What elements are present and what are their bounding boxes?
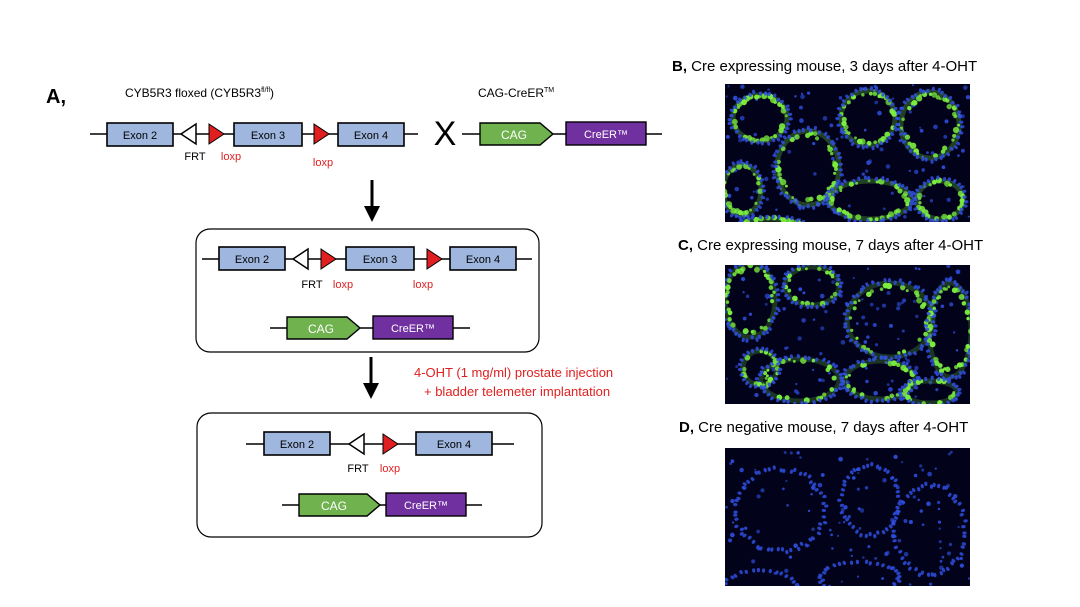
floxed-title-close: )	[270, 86, 274, 100]
exon2-box	[263, 431, 331, 456]
creer-box	[372, 315, 454, 340]
cre-transgene-recombined: CAG CreER™	[282, 492, 482, 517]
frt-label: FRT	[184, 151, 205, 163]
exon2-box	[106, 122, 174, 147]
loxp-label: loxp	[380, 463, 400, 475]
loxp-label: loxp	[313, 157, 333, 169]
injection-text-line2: + bladder telemeter implantation	[424, 384, 610, 399]
loxp-site	[426, 248, 443, 270]
panel-d-letter: D,	[679, 419, 694, 436]
loxp-site	[208, 123, 225, 145]
exon3-box	[233, 122, 303, 147]
micrograph-d	[725, 448, 970, 586]
panel-d-caption: D, Cre negative mouse, 7 days after 4-OH…	[679, 419, 968, 436]
exon4-label: Exon 4	[437, 439, 471, 451]
loxp-label: loxp	[333, 279, 353, 291]
loxp-site	[382, 433, 399, 455]
frt-site	[179, 122, 197, 146]
frt-label: FRT	[347, 463, 368, 475]
loxp-label: loxp	[413, 279, 433, 291]
creer-label: CreER™	[584, 129, 628, 141]
cre-transgene: CAG CreER™	[462, 121, 662, 146]
injection-text-line1: 4-OHT (1 mg/ml) prostate injection	[414, 365, 613, 380]
panel-b-caption-text: Cre expressing mouse, 3 days after 4-OHT	[687, 58, 977, 75]
panel-d-caption-text: Cre negative mouse, 7 days after 4-OHT	[694, 419, 968, 436]
panel-c-letter: C,	[678, 237, 693, 254]
micrograph-c	[725, 265, 970, 404]
exon2-label: Exon 2	[235, 254, 269, 266]
panel-c-caption-text: Cre expressing mouse, 7 days after 4-OHT	[693, 237, 983, 254]
frt-site	[291, 247, 309, 271]
floxed-title-sup: fl/fl	[261, 87, 270, 94]
floxed-title: CYB5R3 floxed (CYB5R3fl/fl)	[125, 86, 274, 100]
exon2-label: Exon 2	[280, 439, 314, 451]
exon4-box	[449, 246, 517, 271]
panel-b-letter: B,	[672, 58, 687, 75]
loxp-site	[320, 248, 337, 270]
loxp-label: loxp	[221, 151, 241, 163]
exon4-box	[337, 122, 405, 147]
micrograph-b	[725, 84, 970, 222]
down-arrow	[363, 357, 379, 399]
floxed-title-main: CYB5R3 floxed (CYB5R3	[125, 86, 261, 100]
cross-symbol: X	[434, 115, 457, 153]
panel-c-caption: C, Cre expressing mouse, 7 days after 4-…	[678, 237, 983, 254]
cag-promoter	[479, 122, 555, 146]
frt-site	[347, 432, 365, 456]
cre-title-main: CAG-CreER	[478, 86, 544, 100]
floxed-allele-f1: Exon 2 FRT loxp Exon 3 loxp Exon 4	[202, 246, 532, 291]
cag-label: CAG	[308, 322, 334, 336]
floxed-allele: Exon 2 FRT loxp Exon 3 loxp Exon 4	[90, 122, 418, 169]
exon3-label: Exon 3	[363, 254, 397, 266]
exon4-label: Exon 4	[466, 254, 500, 266]
exon3-box	[345, 246, 415, 271]
cag-label: CAG	[501, 128, 527, 142]
exon2-box	[218, 246, 286, 271]
frt-label: FRT	[301, 279, 322, 291]
creer-box	[565, 121, 647, 146]
creer-box	[385, 492, 467, 517]
cre-title: CAG-CreERTM	[478, 86, 554, 100]
cre-transgene-f1: CAG CreER™	[270, 315, 470, 340]
cag-promoter	[298, 493, 382, 517]
panel-b-caption: B, Cre expressing mouse, 3 days after 4-…	[672, 58, 977, 75]
creer-label: CreER™	[404, 500, 448, 512]
cag-promoter	[286, 316, 362, 340]
exon4-label: Exon 4	[354, 130, 388, 142]
recombined-allele: Exon 2 FRT loxp Exon 4	[246, 431, 514, 475]
panel-a-letter: A,	[46, 86, 66, 108]
cag-label: CAG	[321, 499, 347, 513]
creer-label: CreER™	[391, 323, 435, 335]
exon3-label: Exon 3	[251, 130, 285, 142]
exon2-label: Exon 2	[123, 130, 157, 142]
cre-title-sup: TM	[544, 87, 554, 94]
loxp-site	[313, 123, 330, 145]
exon4-box	[415, 431, 493, 456]
down-arrow	[364, 180, 380, 222]
